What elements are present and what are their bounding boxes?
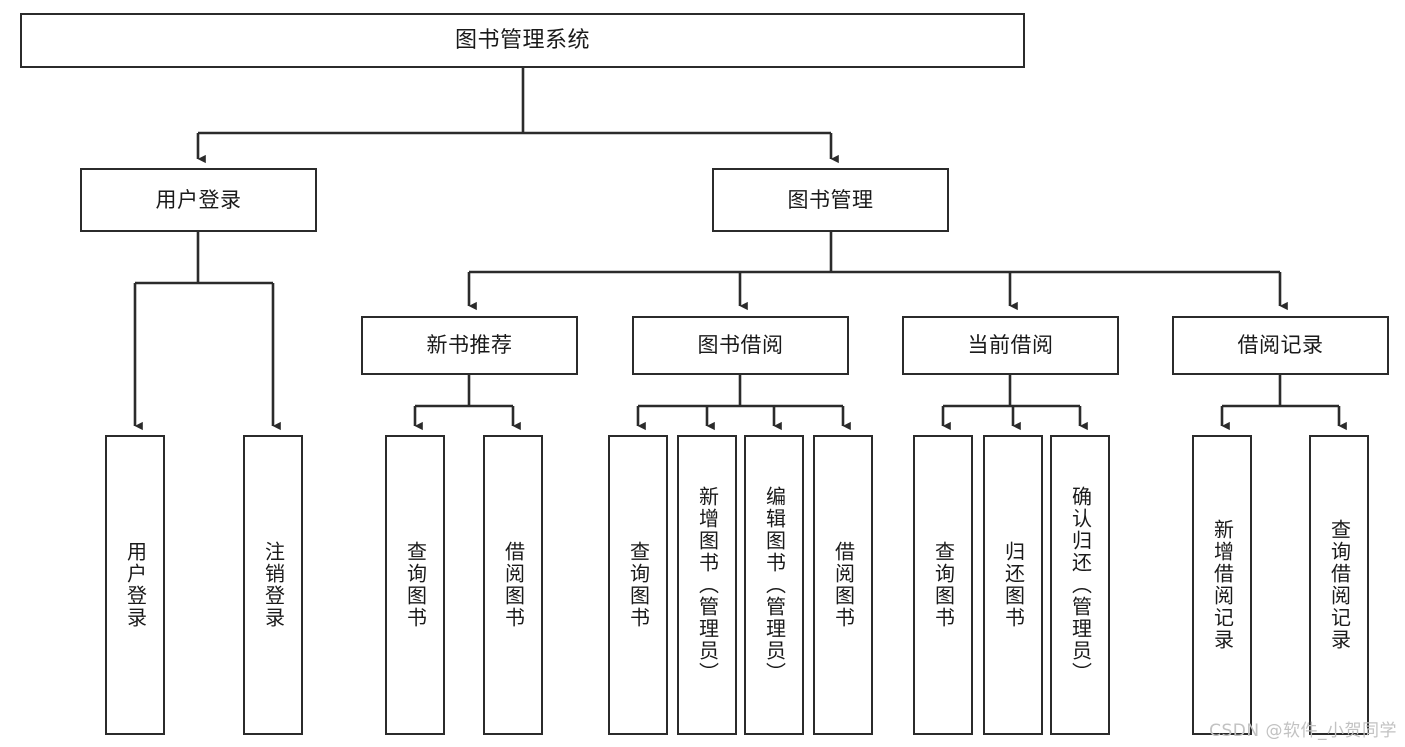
node-label: 借阅图书 <box>501 541 526 629</box>
node-leaf-query-borrow-record[interactable]: 查询借阅记录 <box>1309 435 1369 735</box>
node-label: 归还图书 <box>1001 541 1026 629</box>
node-label: 借阅图书 <box>831 541 856 629</box>
node-label: 图书管理系统 <box>454 27 590 53</box>
node-label: 当前借阅 <box>967 333 1054 358</box>
node-label: 确认归还（管理员） <box>1068 486 1093 684</box>
node-book-borrow[interactable]: 图书借阅 <box>632 316 849 375</box>
node-user-login[interactable]: 用户登录 <box>80 168 317 232</box>
node-label: 查询图书 <box>403 541 428 629</box>
node-current-borrow[interactable]: 当前借阅 <box>902 316 1119 375</box>
csdn-watermark: CSDN @软件_小贺同学 <box>1209 721 1397 741</box>
node-leaf-edit-book-admin[interactable]: 编辑图书（管理员） <box>744 435 804 735</box>
node-label: 新增借阅记录 <box>1210 519 1235 651</box>
node-book-management[interactable]: 图书管理 <box>712 168 949 232</box>
node-new-book-recommend[interactable]: 新书推荐 <box>361 316 578 375</box>
node-label: 用户登录 <box>123 541 148 629</box>
node-root-book-management-system[interactable]: 图书管理系统 <box>20 13 1025 68</box>
node-leaf-logout[interactable]: 注销登录 <box>243 435 303 735</box>
node-label: 图书管理 <box>787 187 874 212</box>
node-label: 查询图书 <box>931 541 956 629</box>
node-leaf-borrow-book-recommend[interactable]: 借阅图书 <box>483 435 543 735</box>
node-label: 借阅记录 <box>1237 333 1324 358</box>
node-label: 图书借阅 <box>697 333 784 358</box>
node-label: 编辑图书（管理员） <box>762 486 787 684</box>
node-leaf-user-login[interactable]: 用户登录 <box>105 435 165 735</box>
node-leaf-return-book[interactable]: 归还图书 <box>983 435 1043 735</box>
node-leaf-query-book-current[interactable]: 查询图书 <box>913 435 973 735</box>
node-leaf-query-book-borrow[interactable]: 查询图书 <box>608 435 668 735</box>
node-leaf-add-borrow-record[interactable]: 新增借阅记录 <box>1192 435 1252 735</box>
node-label: 查询借阅记录 <box>1327 519 1352 651</box>
node-leaf-query-book-recommend[interactable]: 查询图书 <box>385 435 445 735</box>
node-label: 新书推荐 <box>426 333 513 358</box>
node-leaf-confirm-return-admin[interactable]: 确认归还（管理员） <box>1050 435 1110 735</box>
node-leaf-borrow-book[interactable]: 借阅图书 <box>813 435 873 735</box>
node-leaf-add-book-admin[interactable]: 新增图书（管理员） <box>677 435 737 735</box>
node-label: 新增图书（管理员） <box>695 486 720 684</box>
node-borrow-record[interactable]: 借阅记录 <box>1172 316 1389 375</box>
node-label: 用户登录 <box>155 187 242 212</box>
node-label: 查询图书 <box>626 541 651 629</box>
node-label: 注销登录 <box>261 541 286 629</box>
